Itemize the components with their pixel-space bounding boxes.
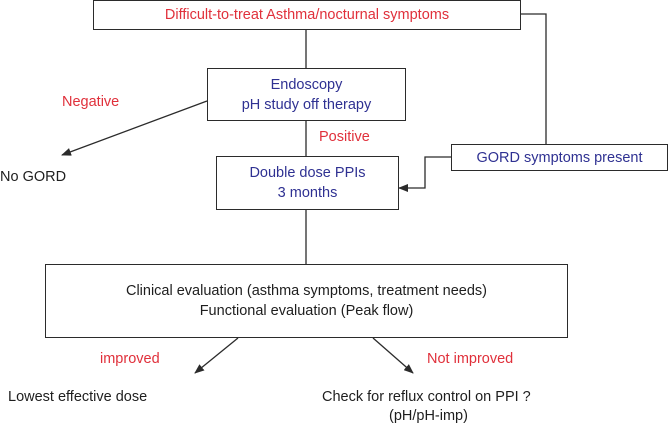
label-improved: improved [100,351,160,367]
label-check-reflux-line1: Check for reflux control on PPI ? [322,389,531,405]
label-lowest-effective-dose: Lowest effective dose [8,389,148,405]
label-negative: Negative [62,94,120,110]
box-gord-symptoms-present: GORD symptoms present [451,144,668,171]
box-evaluation-line2: Functional evaluation (Peak flow) [199,303,414,319]
label-no-gord: No GORD [0,169,67,185]
box-ppi-line1: Double dose PPIs [249,165,366,181]
arrow-improved [194,337,239,374]
box-evaluation-line1: Clinical evaluation (asthma symptoms, tr… [125,283,488,299]
box-endoscopy-line2: pH study off therapy [241,96,372,113]
box-ppi-line2: 3 months [277,185,338,201]
box-double-dose-ppis: Double dose PPIs 3 months [216,156,399,210]
arrow-not-improved [372,337,414,374]
box-gord-symptoms-text: GORD symptoms present [476,149,643,166]
box-difficult-asthma: Difficult-to-treat Asthma/nocturnal symp… [93,0,521,30]
label-not-improved: Not improved [427,351,514,367]
box-evaluation: Clinical evaluation (asthma symptoms, tr… [45,264,568,338]
box-endoscopy: Endoscopy pH study off therapy [207,68,406,121]
arrow-negative [61,100,208,156]
arrow-gord-to-ppi [398,156,451,192]
box-endoscopy-line1: Endoscopy [270,76,343,93]
connector-top-to-gord [521,13,547,144]
box-difficult-asthma-text: Difficult-to-treat Asthma/nocturnal symp… [164,7,450,23]
label-check-reflux-line2: (pH/pH-imp) [389,408,468,424]
label-positive: Positive [319,129,370,145]
